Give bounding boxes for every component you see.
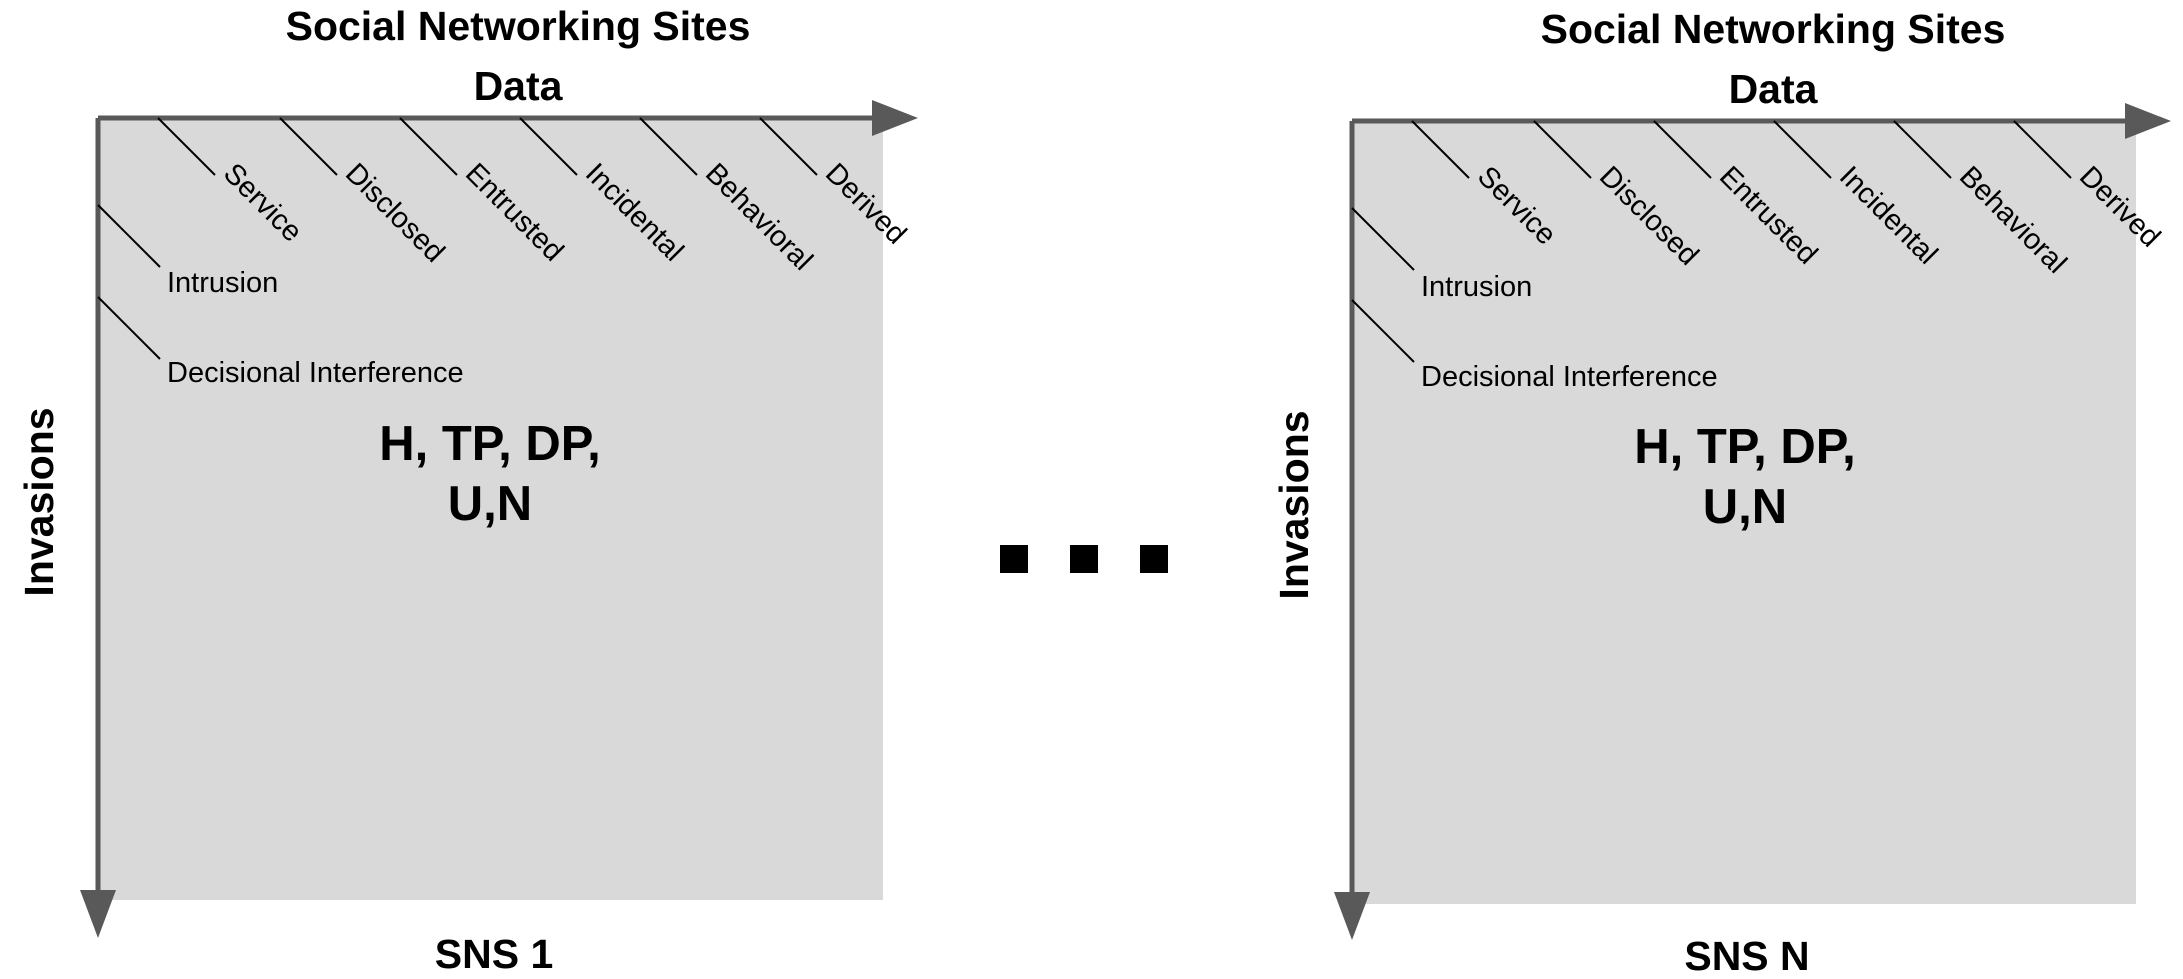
ellipsis-dot	[1140, 545, 1168, 573]
row-decisional-interference: Decisional Interference	[167, 357, 464, 389]
header-tick-derived	[2013, 120, 2072, 179]
header-tick-disclosed	[279, 117, 338, 176]
ellipsis	[990, 545, 1180, 575]
x-axis-arrowhead	[2125, 103, 2171, 139]
y-axis-label: Invasions	[16, 407, 62, 596]
sns-diagram-n: Social Networking Sites Data Service Dis…	[1271, 6, 2171, 979]
sns-diagram-1: Social Networking Sites Data Service Dis…	[16, 3, 918, 977]
header-tick-derived	[759, 117, 818, 176]
ellipsis-dot	[1000, 545, 1028, 573]
invasion-headers: Intrusion Decisional Interference	[97, 204, 464, 389]
row-tick-decisional	[1351, 299, 1415, 363]
row-tick-decisional	[97, 296, 161, 360]
y-axis-arrowhead	[80, 890, 116, 938]
header-tick-incidental	[1773, 120, 1832, 179]
matrix-area	[98, 118, 883, 900]
sns-panel-1: Social Networking Sites Data Service Dis…	[0, 0, 950, 979]
row-intrusion: Intrusion	[1421, 271, 1532, 303]
header-tick-behavioral	[1893, 120, 1952, 179]
center-text-line1: H, TP, DP,	[379, 417, 601, 471]
matrix-area	[1352, 121, 2136, 904]
row-decisional-interference: Decisional Interference	[1421, 361, 1718, 393]
header-tick-entrusted	[399, 117, 458, 176]
panel-title-line2: Data	[1729, 66, 1819, 112]
row-intrusion: Intrusion	[167, 267, 278, 299]
invasion-headers: Intrusion Decisional Interference	[1351, 207, 1718, 393]
row-tick-intrusion	[1351, 207, 1415, 271]
panel-title-line2: Data	[474, 63, 564, 109]
row-tick-intrusion	[97, 204, 161, 268]
header-tick-disclosed	[1533, 120, 1592, 179]
header-tick-service	[1411, 120, 1470, 179]
panel-title-line1: Social Networking Sites	[286, 3, 751, 49]
sns-panel-n: Social Networking Sites Data Service Dis…	[1253, 0, 2183, 979]
x-axis-arrowhead	[872, 100, 918, 136]
center-text-line2: U,N	[1703, 480, 1787, 534]
y-axis-arrowhead	[1334, 892, 1370, 940]
ellipsis-dot	[1070, 545, 1098, 573]
sns-footer-label: SNS 1	[435, 931, 554, 977]
header-tick-incidental	[519, 117, 578, 176]
header-tick-service	[157, 117, 216, 176]
y-axis-label: Invasions	[1271, 410, 1317, 599]
header-tick-entrusted	[1653, 120, 1712, 179]
center-text-line2: U,N	[448, 477, 532, 531]
sns-footer-label: SNS N	[1684, 933, 1809, 979]
header-tick-behavioral	[639, 117, 698, 176]
center-text-line1: H, TP, DP,	[1634, 420, 1856, 474]
panel-title-line1: Social Networking Sites	[1541, 6, 2006, 52]
